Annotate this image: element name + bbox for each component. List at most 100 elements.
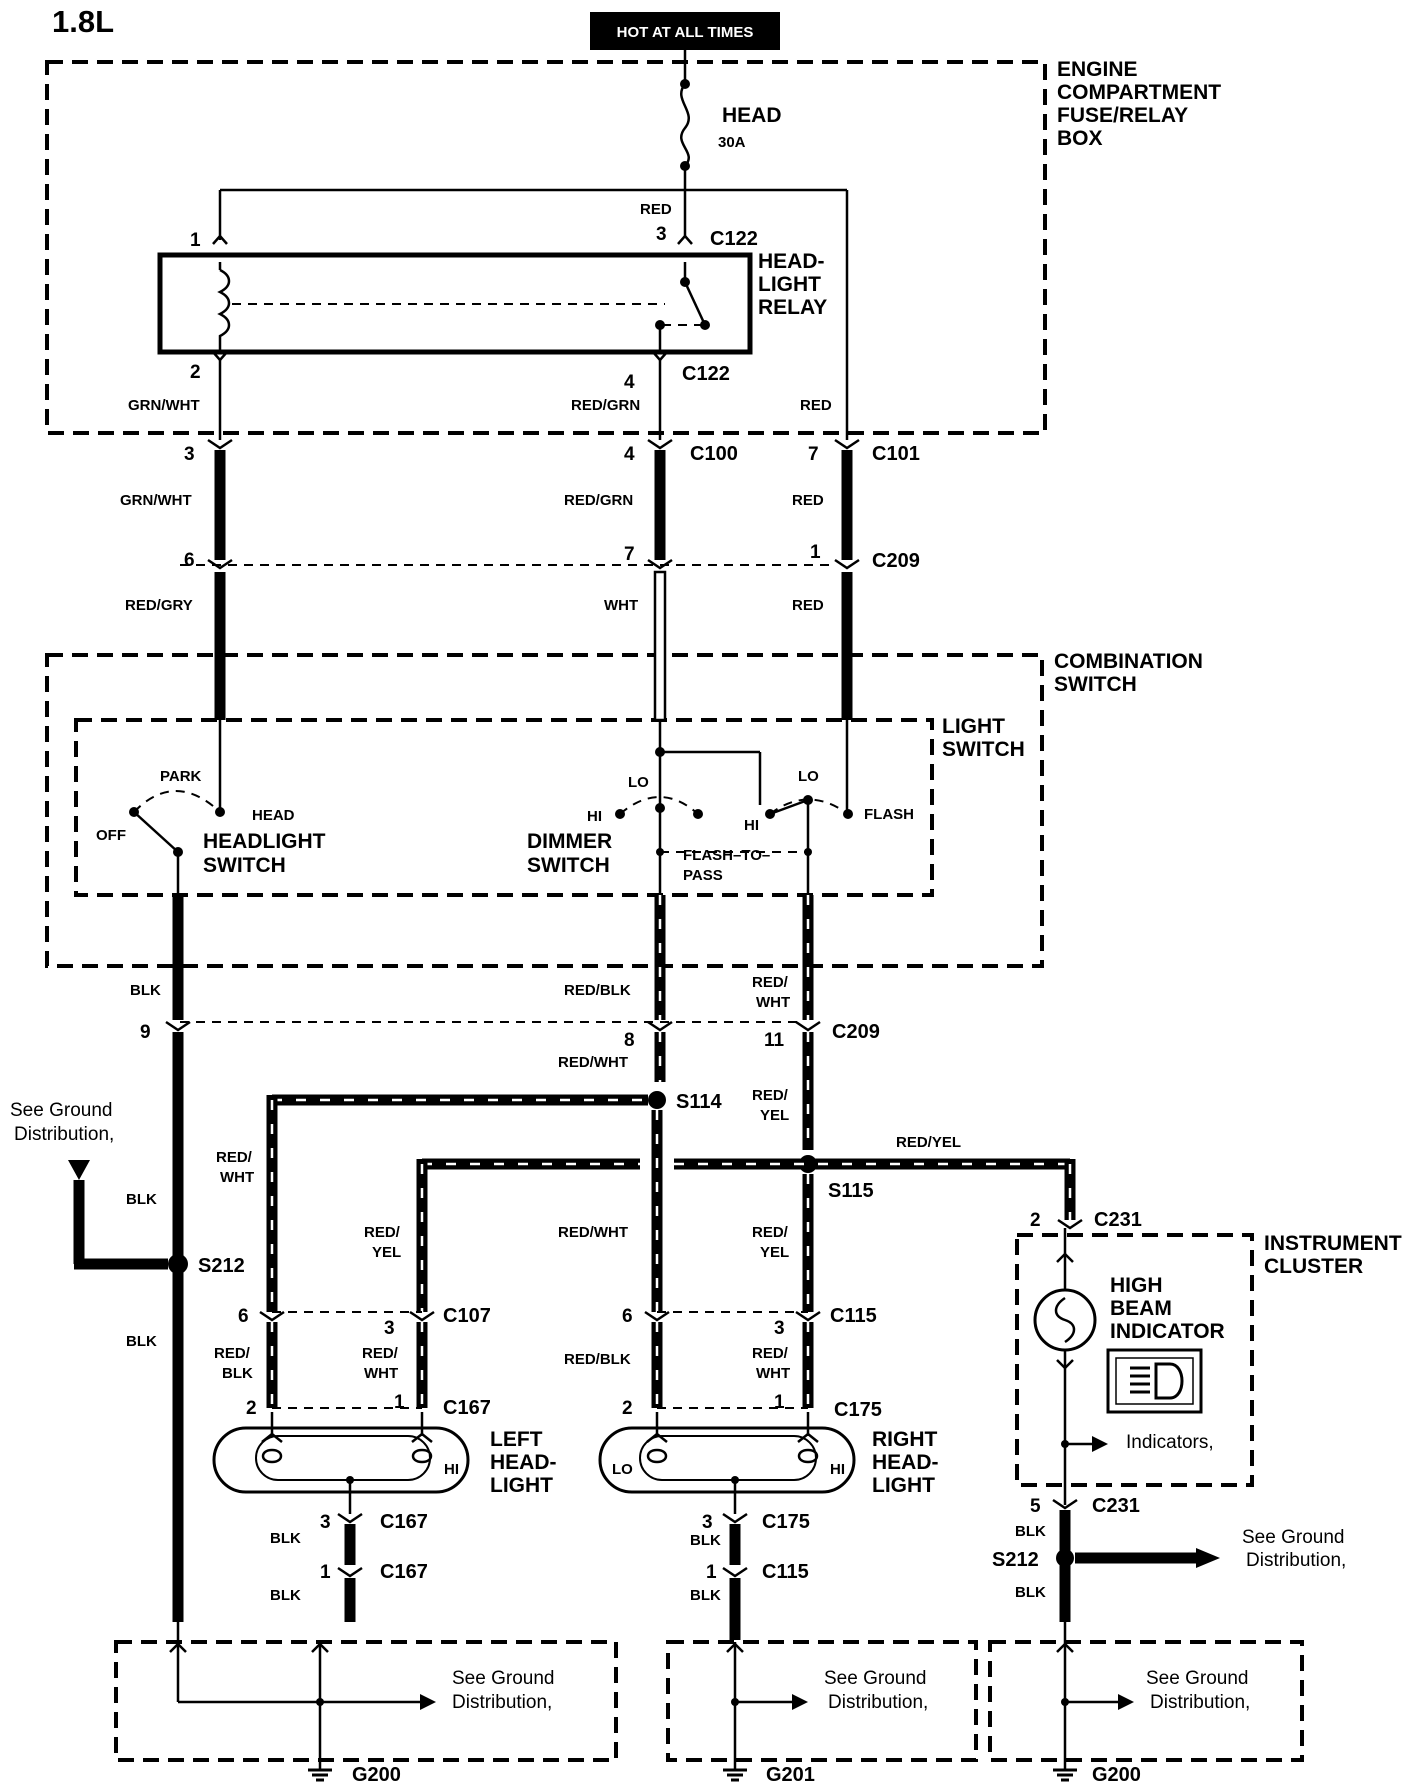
svg-text:RED/: RED/ bbox=[752, 974, 789, 991]
harness-wires-upper: GRN/WHT RED/GRN RED 6 7 1 C209 RED/GRY W… bbox=[120, 450, 920, 722]
svg-text:S212: S212 bbox=[198, 1255, 245, 1277]
svg-text:C209: C209 bbox=[872, 550, 920, 572]
svg-text:Indicators,: Indicators, bbox=[1126, 1432, 1214, 1453]
instrument-cluster-label: INSTRUMENT CLUSTER bbox=[1264, 1232, 1402, 1278]
svg-text:HEADLIGHT: HEADLIGHT bbox=[203, 830, 326, 853]
connector-c100-c101: 3 4 C100 7 C101 bbox=[184, 438, 920, 465]
svg-text:BOX: BOX bbox=[1057, 127, 1103, 150]
svg-text:Distribution,: Distribution, bbox=[828, 1692, 928, 1713]
svg-text:HOT AT ALL TIMES: HOT AT ALL TIMES bbox=[617, 24, 754, 41]
svg-text:BLK: BLK bbox=[270, 1530, 301, 1547]
left-headlight: HI LEFT HEAD- LIGHT bbox=[212, 1412, 557, 1500]
engine-box-label: ENGINE COMPARTMENT FUSE/RELAY BOX bbox=[1057, 58, 1221, 150]
svg-text:C231: C231 bbox=[1092, 1495, 1140, 1517]
svg-text:1: 1 bbox=[394, 1392, 405, 1413]
svg-text:BLK: BLK bbox=[126, 1191, 157, 1208]
svg-text:RED/BLK: RED/BLK bbox=[564, 982, 631, 999]
svg-text:FLASH–TO–: FLASH–TO– bbox=[683, 847, 770, 864]
fuse-name: HEAD bbox=[722, 104, 782, 127]
svg-text:2: 2 bbox=[622, 1398, 633, 1419]
svg-text:C115: C115 bbox=[762, 1561, 809, 1583]
svg-text:See Ground: See Ground bbox=[824, 1668, 926, 1689]
svg-text:LIGHT: LIGHT bbox=[758, 273, 821, 296]
light-switch-outline bbox=[74, 718, 934, 897]
svg-text:SWITCH: SWITCH bbox=[942, 738, 1025, 761]
svg-text:RED/GRN: RED/GRN bbox=[571, 397, 640, 414]
svg-text:OFF: OFF bbox=[96, 827, 126, 844]
svg-text:S212: S212 bbox=[992, 1549, 1039, 1571]
svg-text:RED/: RED/ bbox=[214, 1345, 251, 1362]
svg-text:HI: HI bbox=[587, 808, 602, 825]
headlight-switch: PARK HEAD OFF HEADLIGHT SWITCH bbox=[96, 720, 326, 900]
svg-text:C175: C175 bbox=[762, 1511, 810, 1533]
svg-text:RED/GRN: RED/GRN bbox=[564, 492, 633, 509]
svg-text:RED/: RED/ bbox=[216, 1149, 253, 1166]
svg-text:See Ground: See Ground bbox=[10, 1100, 112, 1121]
svg-text:DIMMER: DIMMER bbox=[527, 830, 612, 853]
svg-text:RED: RED bbox=[792, 597, 824, 614]
svg-text:2: 2 bbox=[246, 1398, 257, 1419]
svg-text:RED: RED bbox=[792, 492, 824, 509]
svg-text:COMBINATION: COMBINATION bbox=[1054, 650, 1203, 673]
svg-text:See Ground: See Ground bbox=[1146, 1668, 1248, 1689]
ground-box-g200-left: See Ground Distribution, G200 bbox=[114, 1622, 618, 1782]
svg-text:Distribution,: Distribution, bbox=[14, 1124, 114, 1145]
svg-text:FUSE/RELAY: FUSE/RELAY bbox=[1057, 104, 1188, 127]
hot-at-all-times-label: HOT AT ALL TIMES bbox=[590, 12, 780, 50]
connector-c122-bottom: C122 bbox=[682, 363, 730, 385]
svg-text:RED/: RED/ bbox=[752, 1224, 789, 1241]
right-headlight: LO HI RIGHT HEAD- LIGHT bbox=[598, 1412, 939, 1500]
svg-text:PARK: PARK bbox=[160, 768, 202, 785]
svg-text:BEAM: BEAM bbox=[1110, 1297, 1172, 1320]
svg-text:Distribution,: Distribution, bbox=[1150, 1692, 1250, 1713]
svg-text:RED/BLK: RED/BLK bbox=[564, 1351, 631, 1368]
svg-text:C167: C167 bbox=[380, 1561, 428, 1583]
svg-text:7: 7 bbox=[624, 544, 635, 565]
svg-text:RED/: RED/ bbox=[752, 1345, 789, 1362]
svg-text:C107: C107 bbox=[443, 1305, 491, 1327]
svg-text:LO: LO bbox=[798, 768, 819, 785]
svg-text:8: 8 bbox=[624, 1030, 635, 1051]
svg-text:WHT: WHT bbox=[364, 1365, 398, 1382]
svg-text:3: 3 bbox=[702, 1512, 713, 1533]
svg-text:SWITCH: SWITCH bbox=[527, 854, 610, 877]
high-beam-indicator: 2 C231 HIGH BEAM INDICATOR Indicators, bbox=[1030, 1209, 1225, 1505]
svg-text:9: 9 bbox=[140, 1022, 151, 1043]
svg-text:3: 3 bbox=[384, 1318, 395, 1339]
svg-text:INDICATOR: INDICATOR bbox=[1110, 1320, 1225, 1343]
harness-wires-middle: BLK RED/BLK RED/ WHT 9 8 11 C209 bbox=[130, 895, 880, 1051]
relay-pin-2: 2 bbox=[190, 362, 201, 383]
engine-fuse-relay-box-outline bbox=[45, 60, 1047, 435]
svg-text:BLK: BLK bbox=[270, 1587, 301, 1604]
svg-text:1: 1 bbox=[810, 542, 821, 563]
svg-text:G201: G201 bbox=[766, 1764, 815, 1782]
connector-c122-top: C122 bbox=[710, 228, 758, 250]
instrument-cluster-outline bbox=[1015, 1233, 1254, 1487]
svg-text:LIGHT: LIGHT bbox=[942, 715, 1005, 738]
svg-text:1: 1 bbox=[320, 1562, 331, 1583]
svg-text:3: 3 bbox=[320, 1512, 331, 1533]
svg-text:C101: C101 bbox=[872, 443, 920, 465]
light-switch-label: LIGHT SWITCH bbox=[942, 715, 1025, 761]
svg-text:RIGHT: RIGHT bbox=[872, 1428, 938, 1451]
svg-text:WHT: WHT bbox=[756, 994, 790, 1011]
svg-text:RED/: RED/ bbox=[752, 1087, 789, 1104]
svg-text:C167: C167 bbox=[443, 1397, 491, 1419]
svg-text:C175: C175 bbox=[834, 1399, 882, 1421]
svg-text:6: 6 bbox=[622, 1306, 633, 1327]
svg-text:HEAD: HEAD bbox=[252, 807, 295, 824]
svg-text:LEFT: LEFT bbox=[490, 1428, 543, 1451]
svg-text:BLK: BLK bbox=[130, 982, 161, 999]
svg-text:LIGHT: LIGHT bbox=[490, 1474, 553, 1497]
svg-text:Distribution,: Distribution, bbox=[1246, 1550, 1346, 1571]
svg-text:BLK: BLK bbox=[126, 1333, 157, 1350]
svg-text:FLASH: FLASH bbox=[864, 806, 914, 823]
headlight-relay: HEAD- LIGHT RELAY bbox=[157, 234, 827, 362]
svg-text:6: 6 bbox=[184, 550, 195, 571]
svg-text:INSTRUMENT: INSTRUMENT bbox=[1264, 1232, 1402, 1255]
svg-text:BLK: BLK bbox=[1015, 1523, 1046, 1540]
svg-text:1: 1 bbox=[706, 1562, 717, 1583]
svg-text:S115: S115 bbox=[828, 1180, 874, 1202]
svg-text:HEAD-: HEAD- bbox=[490, 1451, 557, 1474]
